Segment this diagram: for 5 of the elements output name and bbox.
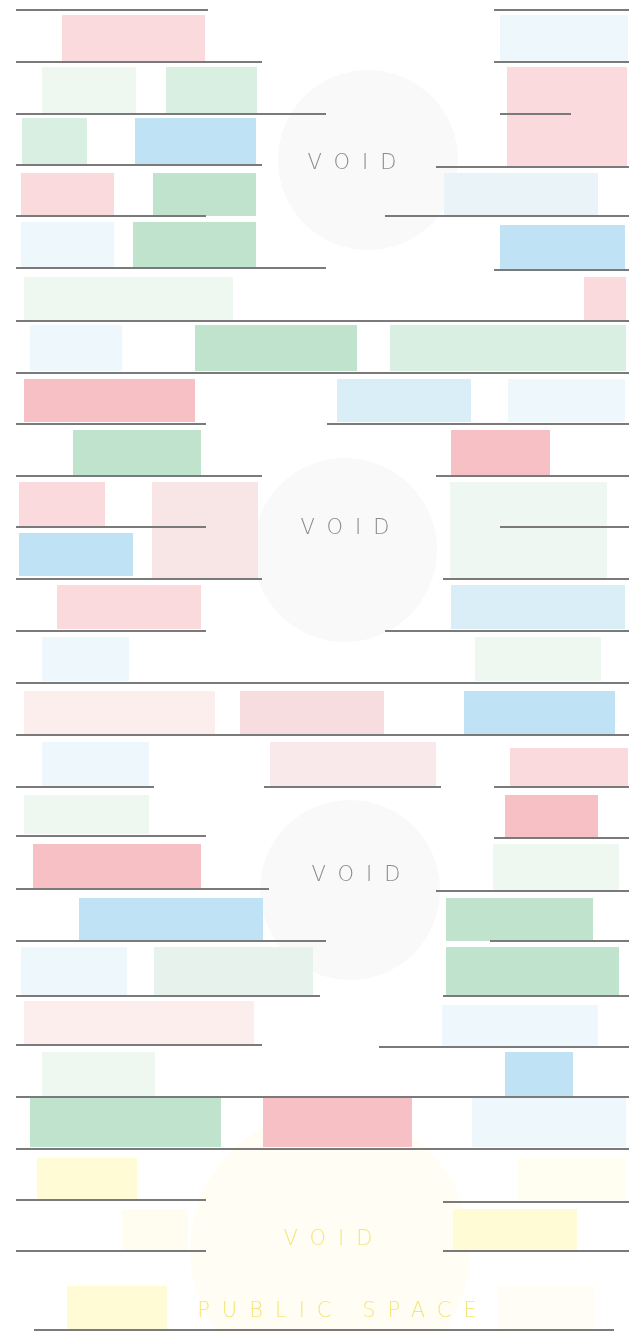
area-label: VOID [306,150,409,174]
area-label: VOID [299,515,402,539]
area-label: PUBLIC SPACE [196,1298,489,1322]
area-label: VOID [282,1226,385,1250]
area-label: VOID [310,862,413,886]
